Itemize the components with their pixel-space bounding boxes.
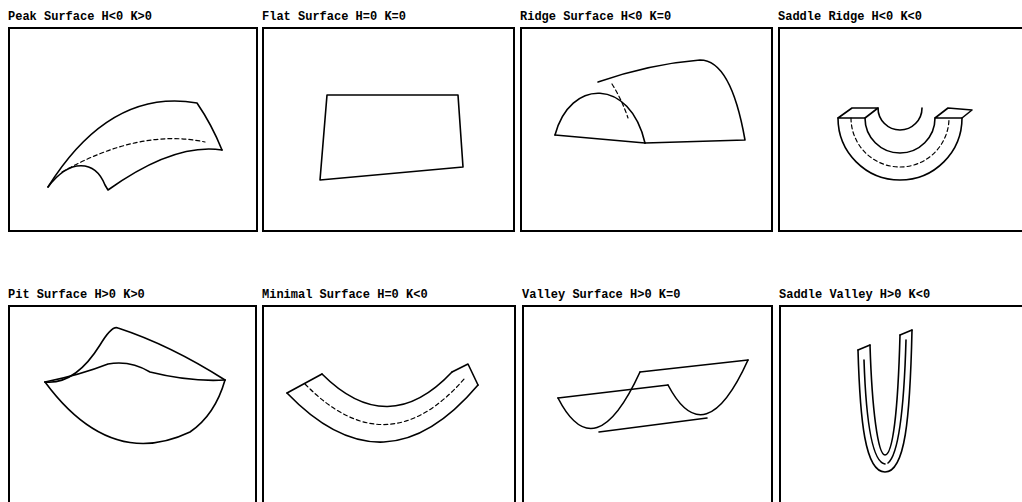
surface-edge bbox=[838, 108, 878, 118]
panel-title: Valley Surface H>0 K=0 bbox=[522, 289, 680, 302]
surface-edge bbox=[555, 93, 645, 143]
surface-panel: Pit Surface H>0 K>0 bbox=[8, 305, 257, 502]
surface-edge bbox=[858, 345, 870, 350]
surface-edge bbox=[322, 372, 452, 407]
ridge-surface-drawing bbox=[555, 60, 745, 143]
surface-edge bbox=[558, 385, 668, 398]
surface-panel: Saddle Valley H>0 K<0 bbox=[779, 305, 1022, 502]
surface-edge bbox=[865, 118, 935, 153]
surface-edge bbox=[598, 60, 745, 143]
surface-panel: Peak Surface H<0 K>0 bbox=[8, 27, 258, 232]
surface-edge bbox=[935, 108, 972, 118]
surface-edge bbox=[45, 328, 225, 383]
surface-edge bbox=[48, 101, 222, 187]
surface-panel: Valley Surface H>0 K=0 bbox=[522, 305, 773, 502]
surface-edge bbox=[287, 374, 322, 393]
surface-panel: Flat Surface H=0 K=0 bbox=[262, 27, 515, 232]
surface-edge bbox=[838, 118, 962, 180]
surface-edge bbox=[555, 135, 645, 143]
hidden-edge bbox=[305, 378, 465, 425]
surface-edge bbox=[864, 360, 885, 464]
surface-edge bbox=[452, 364, 478, 385]
pit-surface-drawing bbox=[45, 328, 225, 444]
surface-panel: Ridge Surface H<0 K=0 bbox=[520, 27, 773, 232]
surface-edge bbox=[45, 363, 225, 382]
surface-edge bbox=[870, 335, 900, 455]
surface-edge bbox=[878, 108, 922, 130]
surface-edge bbox=[640, 360, 748, 372]
saddle-ridge-drawing bbox=[838, 108, 972, 180]
surface-edge bbox=[599, 418, 707, 432]
surface-edge bbox=[900, 330, 912, 335]
panel-title: Saddle Valley H>0 K<0 bbox=[779, 289, 930, 302]
panel-title: Peak Surface H<0 K>0 bbox=[8, 11, 152, 24]
minimal-surface-drawing bbox=[287, 364, 478, 442]
surface-edge bbox=[48, 149, 222, 190]
hidden-edge bbox=[851, 118, 949, 167]
surface-edge bbox=[320, 95, 463, 180]
surface-edge bbox=[45, 380, 225, 443]
surface-edge bbox=[858, 330, 912, 472]
hidden-edge bbox=[62, 139, 205, 172]
panel-title: Ridge Surface H<0 K=0 bbox=[520, 11, 671, 24]
surface-panel: Minimal Surface H=0 K<0 bbox=[262, 305, 516, 502]
panel-title: Pit Surface H>0 K>0 bbox=[8, 289, 145, 302]
panel-title: Flat Surface H=0 K=0 bbox=[262, 11, 406, 24]
surface-edge bbox=[888, 340, 906, 463]
panel-title: Saddle Ridge H<0 K<0 bbox=[778, 11, 922, 24]
hidden-edge bbox=[612, 84, 628, 118]
flat-surface-drawing bbox=[320, 95, 463, 180]
panel-title: Minimal Surface H=0 K<0 bbox=[262, 289, 428, 302]
surface-edge bbox=[558, 372, 640, 428]
saddle-valley-drawing bbox=[858, 330, 912, 472]
valley-surface-drawing bbox=[558, 360, 748, 432]
surface-panel: Saddle Ridge H<0 K<0 bbox=[778, 27, 1022, 232]
peak-surface-drawing bbox=[48, 101, 222, 190]
